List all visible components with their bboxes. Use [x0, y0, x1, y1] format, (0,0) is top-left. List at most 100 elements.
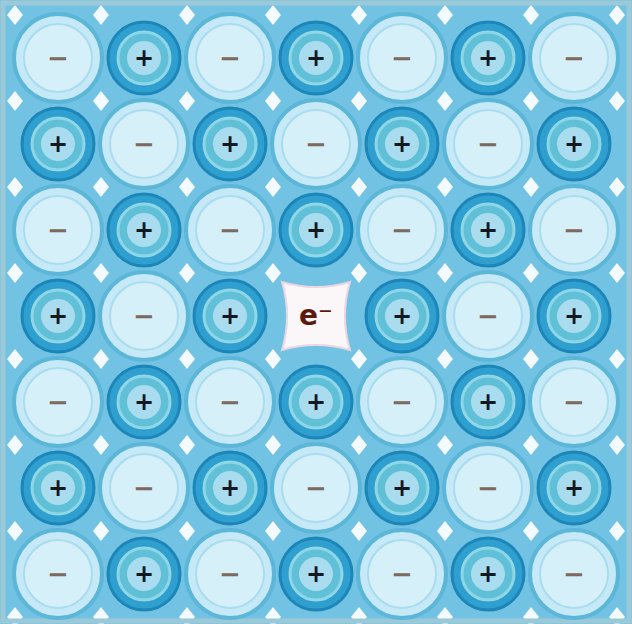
anion-circle: − [526, 354, 622, 450]
anion-circle: − [182, 354, 278, 450]
cation-circle: + [449, 19, 527, 97]
charge-sign: − [219, 389, 241, 415]
cation-core [385, 299, 419, 333]
charge-sign: − [391, 45, 413, 71]
anion-core [282, 110, 350, 178]
anion-core [540, 24, 608, 92]
cation-circle: + [105, 191, 183, 269]
cation-shell [194, 452, 266, 524]
cation-ring [290, 548, 342, 600]
anion-core [110, 110, 178, 178]
anion-shell [444, 444, 532, 532]
charge-sign: − [133, 303, 155, 329]
anion-core [454, 454, 522, 522]
anion-core [454, 282, 522, 350]
anion-core [368, 24, 436, 92]
charge-sign: − [391, 389, 413, 415]
cation-ring [376, 462, 428, 514]
cation-ring [548, 290, 600, 342]
cation-shell [108, 194, 180, 266]
charge-sign: − [477, 475, 499, 501]
cation-shell [452, 22, 524, 94]
charge-sign: − [305, 131, 327, 157]
anion-core [282, 454, 350, 522]
charge-sign: + [48, 304, 68, 328]
anion-shell [358, 186, 446, 274]
cation-core [471, 557, 505, 591]
anion-core [540, 368, 608, 436]
anion-circle: − [96, 96, 192, 192]
cation-shell [22, 108, 94, 180]
cation-core [127, 385, 161, 419]
anion-shell [186, 358, 274, 446]
anion-shell [14, 186, 102, 274]
cation-core [41, 127, 75, 161]
cation-circle: + [191, 277, 269, 355]
cation-ring [32, 118, 84, 170]
anion-core [196, 540, 264, 608]
anion-circle: − [354, 10, 450, 106]
anion-circle: − [526, 10, 622, 106]
cation-circle: + [277, 191, 355, 269]
cation-shell [280, 538, 352, 610]
trapped-electron: e⁻ [299, 302, 333, 330]
charge-sign: + [220, 304, 240, 328]
cation-core [213, 299, 247, 333]
anion-shell [358, 14, 446, 102]
cation-circle: + [105, 363, 183, 441]
anion-shell [444, 100, 532, 188]
cation-core [557, 127, 591, 161]
cation-circle: + [363, 105, 441, 183]
anion-circle: − [96, 440, 192, 536]
charge-sign: − [391, 217, 413, 243]
charge-sign: + [134, 390, 154, 414]
anion-shell [444, 272, 532, 360]
anion-circle: − [268, 96, 364, 192]
charge-sign: − [563, 389, 585, 415]
cation-shell [194, 280, 266, 352]
charge-sign: − [133, 131, 155, 157]
charge-sign: − [219, 45, 241, 71]
charge-sign: + [134, 46, 154, 70]
anion-shell [272, 444, 360, 532]
anion-circle: − [526, 526, 622, 622]
charge-sign: − [391, 561, 413, 587]
cation-core [471, 41, 505, 75]
anion-shell [530, 186, 618, 274]
anion-circle: − [10, 182, 106, 278]
cation-core [299, 385, 333, 419]
anion-core [24, 196, 92, 264]
anion-core [368, 368, 436, 436]
cation-ring [548, 462, 600, 514]
cation-shell [108, 538, 180, 610]
cation-ring [204, 290, 256, 342]
anion-core [540, 196, 608, 264]
crystal-border [3, 3, 629, 621]
cation-core [213, 127, 247, 161]
cation-shell [22, 280, 94, 352]
anion-core [24, 540, 92, 608]
cation-circle: + [191, 449, 269, 527]
charge-sign: + [478, 218, 498, 242]
cation-circle: + [19, 449, 97, 527]
cation-core [127, 557, 161, 591]
cation-ring [32, 290, 84, 342]
cation-core [557, 299, 591, 333]
cation-shell [280, 194, 352, 266]
cation-ring [376, 118, 428, 170]
anion-shell [530, 14, 618, 102]
cation-shell [538, 108, 610, 180]
cation-circle: + [105, 535, 183, 613]
cation-ring [32, 462, 84, 514]
cation-core [385, 127, 419, 161]
charge-sign: + [134, 218, 154, 242]
charge-sign: + [48, 476, 68, 500]
cation-core [299, 557, 333, 591]
anion-circle: − [354, 182, 450, 278]
charge-sign: − [219, 561, 241, 587]
anion-circle: − [182, 182, 278, 278]
cation-shell [194, 108, 266, 180]
charge-sign: − [47, 45, 69, 71]
cation-circle: + [363, 449, 441, 527]
cation-ring [376, 290, 428, 342]
